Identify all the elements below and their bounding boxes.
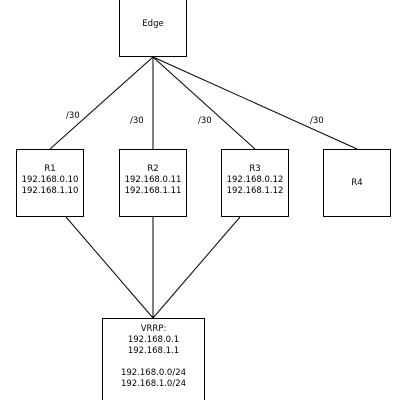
vrrp-group-node[interactable]: VRRP: 192.168.0.1 192.168.1.1 192.168.0.… — [102, 318, 205, 400]
router-r4-name: R4 — [351, 178, 363, 188]
vrrp-subnet-b: 192.168.1.0/24 — [120, 379, 187, 389]
link-label-edge-r4: /30 — [310, 116, 324, 126]
link-label-edge-r1: /30 — [66, 111, 80, 121]
link-r1-vrrp — [65, 216, 154, 319]
vrrp-title: VRRP: — [140, 324, 167, 334]
link-label-edge-r2: /30 — [130, 116, 144, 126]
router-r3-ip-b: 192.168.1.12 — [226, 186, 284, 196]
link-label-edge-r3: /30 — [198, 116, 212, 126]
edge-router-label: Edge — [142, 19, 164, 29]
vrrp-spacer — [103, 357, 204, 368]
router-r1-ip-a: 192.168.0.10 — [21, 175, 79, 185]
router-r1-node[interactable]: R1 192.168.0.10 192.168.1.10 — [16, 149, 84, 217]
router-r4-node[interactable]: R4 — [323, 149, 391, 217]
router-r3-node[interactable]: R3 192.168.0.12 192.168.1.12 — [221, 149, 289, 217]
link-r3-vrrp — [152, 216, 241, 319]
edge-router-node[interactable]: Edge — [119, 0, 187, 57]
link-edge-r3 — [152, 56, 256, 150]
router-r2-name: R2 — [147, 164, 159, 174]
router-r1-ip-b: 192.168.1.10 — [21, 186, 79, 196]
vrrp-subnet-a: 192.168.0.0/24 — [120, 368, 187, 378]
router-r2-ip-b: 192.168.1.11 — [124, 186, 182, 196]
router-r3-name: R3 — [249, 164, 261, 174]
link-edge-r1 — [49, 56, 154, 150]
link-edge-r4 — [152, 56, 358, 150]
router-r2-node[interactable]: R2 192.168.0.11 192.168.1.11 — [119, 149, 187, 217]
router-r2-ip-a: 192.168.0.11 — [124, 175, 182, 185]
router-r3-ip-a: 192.168.0.12 — [226, 175, 284, 185]
router-r1-name: R1 — [44, 164, 56, 174]
vrrp-virtual-ip-b: 192.168.1.1 — [127, 346, 180, 356]
vrrp-virtual-ip-a: 192.168.0.1 — [127, 335, 180, 345]
